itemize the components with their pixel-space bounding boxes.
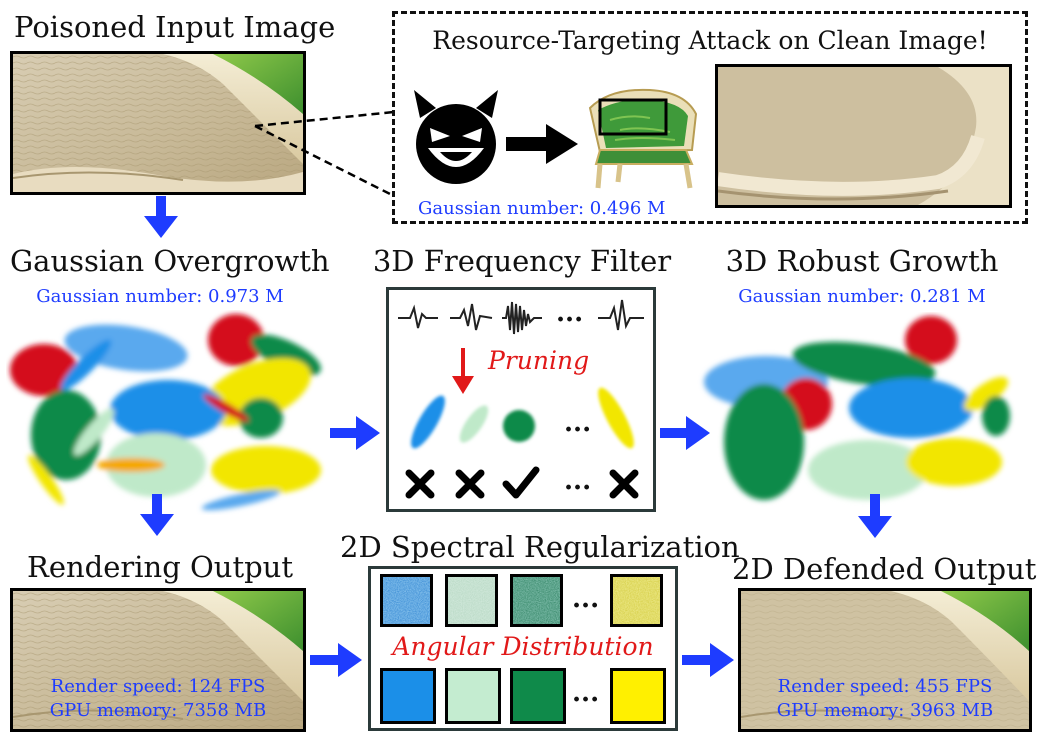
filter-marks-svg <box>405 466 639 499</box>
arrow-down-3 <box>858 494 892 538</box>
spectral-reg-title: 2D Spectral Regularization <box>340 530 740 564</box>
smooth-texture-blue <box>380 668 436 724</box>
rendering-output-image <box>10 588 306 732</box>
attack-arrow-icon <box>506 124 578 164</box>
arrow-right-1 <box>330 416 380 450</box>
arrow-right-3 <box>310 643 362 677</box>
overgrowth-title: Gaussian Overgrowth <box>10 244 330 278</box>
robust-growth-cloud <box>704 316 1010 500</box>
filter-marks-ellipsis: ... <box>564 466 592 496</box>
waveform-ellipsis: ... <box>556 298 584 328</box>
angular-distribution-label: Angular Distribution <box>392 632 654 661</box>
noisy-texture-mint <box>445 574 498 627</box>
filter-gaussian-samples <box>411 387 634 449</box>
noisy-texture-blue <box>380 574 433 627</box>
overgrowth-gaussian-count: Gaussian number: 0.973 M <box>36 286 284 307</box>
poisoned-input-title: Poisoned Input Image <box>14 10 336 44</box>
noisy-texture-ellipsis: ... <box>572 584 600 614</box>
robust-growth-title: 3D Robust Growth <box>725 244 999 278</box>
defended-output-title: 2D Defended Output <box>732 552 1037 586</box>
render-memory-text: GPU memory: 7358 MB <box>49 700 267 721</box>
freq-filter-title: 3D Frequency Filter <box>372 244 672 278</box>
filter-marks-row <box>398 464 648 504</box>
attack-title: Resource-Targeting Attack on Clean Image… <box>432 26 988 55</box>
defended-memory-text: GPU memory: 3963 MB <box>776 700 994 721</box>
noisy-texture-yellow <box>610 574 663 627</box>
noisy-texture-teal <box>510 574 563 627</box>
filter-samples-ellipsis: ... <box>564 408 592 438</box>
smooth-texture-green <box>510 668 566 724</box>
smooth-texture-mint <box>445 668 501 724</box>
arrow-down-2 <box>140 494 174 536</box>
smooth-texture-ellipsis: ... <box>572 678 600 708</box>
gaussian-overgrowth-cloud <box>10 314 321 511</box>
robust-gaussian-count: Gaussian number: 0.281 M <box>738 286 986 307</box>
x-mark-icon <box>609 469 639 499</box>
x-mark-icon <box>455 469 485 499</box>
defended-speed-text: Render speed: 455 FPS <box>777 676 993 697</box>
arrow-down-1 <box>144 196 178 238</box>
rendering-output-title: Rendering Output <box>27 550 293 584</box>
pruning-label: Pruning <box>488 346 590 375</box>
defended-output-image <box>738 588 1032 732</box>
attack-gaussian-count: Gaussian number: 0.496 M <box>418 198 666 219</box>
check-mark-icon <box>502 466 540 499</box>
frequency-waveforms <box>398 299 644 335</box>
pruning-arrow-icon <box>452 348 474 394</box>
arrow-right-4 <box>682 643 734 677</box>
poisoned-input-image <box>10 51 306 195</box>
chair-object-image <box>588 88 698 189</box>
devil-icon <box>414 90 498 184</box>
arrow-right-2 <box>660 416 710 450</box>
x-mark-icon <box>405 469 435 499</box>
smooth-texture-yellow <box>610 668 666 724</box>
render-speed-text: Render speed: 124 FPS <box>50 676 266 697</box>
attack-box <box>392 11 1028 224</box>
clean-zoom-image <box>715 64 1012 208</box>
